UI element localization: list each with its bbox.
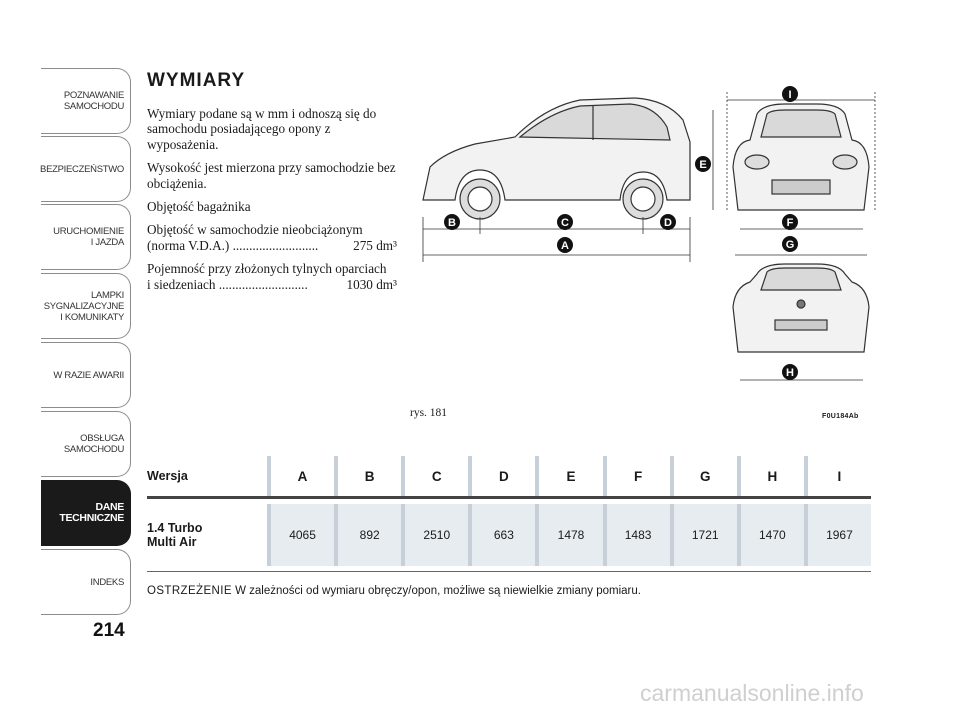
column-header: C [401, 456, 468, 496]
tab-label: W RAZIE AWARII [53, 369, 124, 381]
table-cell: 663 [468, 504, 536, 566]
warning-keyword: OSTRZEŻENIE [147, 585, 232, 597]
table-cell: 892 [334, 504, 402, 566]
column-header: E [535, 456, 602, 496]
table-cell: 1470 [736, 504, 804, 566]
intro-paragraph: Pojemność przy złożonych tylnych oparcia… [147, 261, 387, 277]
tab-label: BEZPIECZEŃSTWO [40, 163, 124, 175]
volume-row: (norma V.D.A.) .........................… [147, 238, 397, 253]
label-e: E [699, 159, 706, 171]
table-cell: 1721 [669, 504, 737, 566]
tab-label: DANE TECHNICZNE [59, 501, 124, 524]
intro-paragraph: Objętość bagażnika [147, 199, 251, 215]
figure-code: F0U184Ab [822, 413, 859, 420]
table-cell: 2510 [401, 504, 469, 566]
column-header: A [267, 456, 334, 496]
volume-label: (norma V.D.A.) .........................… [147, 237, 319, 253]
label-g: G [786, 239, 795, 251]
label-h: H [786, 367, 794, 379]
car-rear-view [732, 263, 870, 353]
intro-text: Wymiary podane są w mm i odnoszą się do … [147, 106, 397, 300]
tab-uruchomienie[interactable]: URUCHOMIENIE I JAZDA [41, 204, 131, 270]
label-a: A [561, 240, 569, 252]
page-title: WYMIARY [147, 70, 246, 91]
tab-bezpieczenstwo[interactable]: BEZPIECZEŃSTWO [40, 136, 131, 202]
label-i: I [788, 89, 791, 101]
tab-label: URUCHOMIENIE I JAZDA [53, 226, 124, 248]
tab-indeks[interactable]: INDEKS [41, 549, 131, 615]
dimensions-figure: A B C D E F G H I [422, 86, 876, 381]
table-cell: 4065 [267, 504, 335, 566]
table-cell: 1483 [602, 504, 670, 566]
warning-note: OSTRZEŻENIE W zależności od wymiaru obrę… [147, 585, 641, 597]
intro-paragraph: Wysokość jest mierzona przy samochodzie … [147, 160, 396, 191]
dimension-labels: A B C D E F G H I [444, 86, 798, 380]
intro-paragraph: Objętość w samochodzie nieobciążonym [147, 222, 363, 238]
row-label: 1.4 Turbo Multi Air [147, 521, 203, 549]
volume-value: 1030 dm³ [346, 276, 397, 292]
car-side-view [422, 97, 691, 220]
tab-label: POZNAWANIE SAMOCHODU [63, 90, 124, 112]
warning-text: W zależności od wymiaru obręczy/opon, mo… [235, 585, 641, 597]
label-b: B [448, 217, 456, 229]
tab-dane-techniczne[interactable]: DANE TECHNICZNE [41, 480, 131, 546]
label-f: F [787, 217, 794, 229]
table-row: 1.4 Turbo Multi Air 4065 892 2510 663 14… [147, 496, 871, 572]
tab-label: OBSŁUGA SAMOCHODU [63, 433, 124, 455]
column-header: F [602, 456, 670, 496]
tab-lampki[interactable]: LAMPKI SYGNALIZACYJNE I KOMUNIKATY [41, 273, 131, 339]
table-header: Wersja A B C D E F G H I [147, 456, 871, 496]
column-header: D [468, 456, 535, 496]
tab-label: INDEKS [90, 576, 124, 588]
table-cell: 1967 [803, 504, 871, 566]
tab-label: LAMPKI SYGNALIZACYJNE I KOMUNIKATY [43, 289, 125, 323]
figure-caption: rys. 181 [410, 407, 448, 419]
volume-label: i siedzeniach ..........................… [147, 276, 308, 292]
intro-paragraph: Wymiary podane są w mm i odnoszą się do … [147, 106, 377, 152]
tab-poznawanie[interactable]: POZNAWANIE SAMOCHODU [41, 68, 131, 134]
column-header: I [803, 456, 871, 496]
volume-value: 275 dm³ [353, 237, 397, 253]
column-header: B [334, 456, 401, 496]
label-c: C [561, 217, 569, 229]
column-header: H [736, 456, 804, 496]
watermark: carmanualsonline.info [640, 680, 864, 706]
column-header: G [669, 456, 737, 496]
tab-awarie[interactable]: W RAZIE AWARII [41, 342, 131, 408]
table-cell: 1478 [535, 504, 603, 566]
tab-obsluga[interactable]: OBSŁUGA SAMOCHODU [41, 411, 131, 477]
dimensions-table: Wersja A B C D E F G H I 1.4 Turbo Multi… [147, 456, 871, 572]
label-d: D [664, 217, 672, 229]
header-label: Wersja [147, 469, 188, 483]
page-number: 214 [93, 620, 125, 641]
volume-row: i siedzeniach ..........................… [147, 277, 397, 292]
car-front-view [732, 103, 870, 211]
